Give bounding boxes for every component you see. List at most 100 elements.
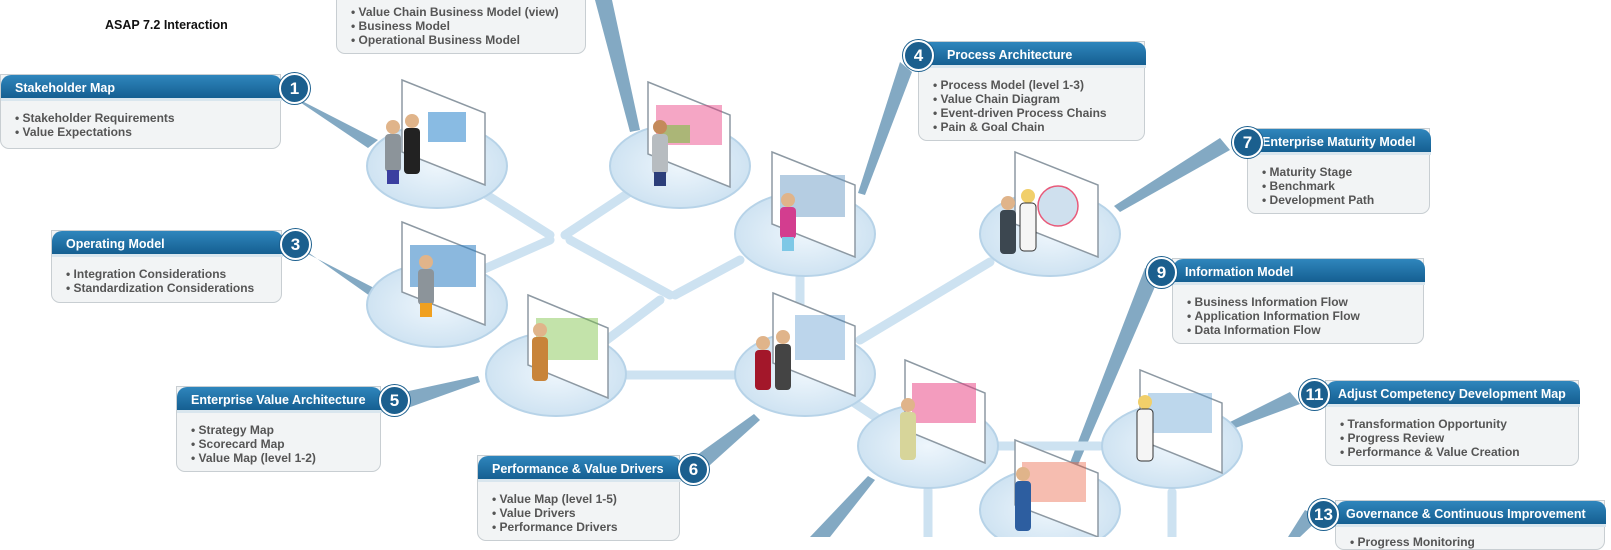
card-header: Enterprise Maturity Model: [1248, 129, 1431, 155]
list-item: Value Map (level 1-2): [191, 451, 316, 465]
item-list: Strategy Map Scorecard Map Value Map (le…: [191, 423, 316, 465]
module-number-badge: 3: [280, 229, 311, 260]
card-header: Stakeholder Map: [1, 75, 282, 101]
list-item: Value Expectations: [15, 125, 175, 139]
card-business-model: Value Chain Business Model (view) Busine…: [336, 0, 586, 54]
module-number-badge: 6: [678, 454, 709, 485]
module-number-badge: 13: [1308, 499, 1339, 530]
list-item: Performance & Value Creation: [1340, 445, 1520, 459]
item-list: Process Model (level 1-3) Value Chain Di…: [933, 78, 1107, 134]
list-item: Process Model (level 1-3): [933, 78, 1107, 92]
card-information-model: Information Model 9 Business Information…: [1146, 257, 1425, 344]
list-item: Business Model: [351, 19, 559, 33]
person-5: [532, 323, 548, 381]
list-item: Development Path: [1262, 193, 1375, 207]
beam-4: [858, 62, 912, 195]
item-list: Value Map (level 1-5) Value Drivers Perf…: [492, 492, 618, 534]
list-item: Strategy Map: [191, 423, 316, 437]
card-performance-value-drivers: Performance & Value Drivers 6 Value Map …: [477, 454, 709, 541]
item-list: Transformation Opportunity Progress Revi…: [1340, 417, 1520, 459]
page-title: ASAP 7.2 Interaction: [105, 18, 228, 32]
person-10: [1015, 467, 1031, 531]
screen-2: [647, 80, 731, 189]
person-7a: [1000, 196, 1016, 254]
list-item: Operational Business Model: [351, 33, 559, 47]
beam-5: [395, 376, 480, 410]
item-list: Integration Considerations Standardizati…: [66, 267, 255, 295]
list-item: Performance Drivers: [492, 520, 618, 534]
beam-2: [595, 0, 640, 132]
card-header: Process Architecture: [919, 42, 1146, 68]
card-header: Information Model: [1173, 259, 1425, 285]
list-item: Scorecard Map: [191, 437, 316, 451]
list-item: Value Map (level 1-5): [492, 492, 618, 506]
item-list: Progress Monitoring: [1350, 535, 1475, 549]
person-4: [780, 193, 796, 251]
person-3: [418, 255, 434, 317]
arrow-center-4: [565, 235, 675, 300]
person-9: [1136, 395, 1154, 462]
card-governance-continuous-improvement: Governance & Continuous Improvement 13 P…: [1308, 499, 1606, 550]
card-header: Performance & Value Drivers: [478, 456, 681, 482]
arrow-7-8: [855, 257, 995, 345]
screen-1: [401, 78, 486, 187]
list-item: Integration Considerations: [66, 267, 254, 281]
person-1a: [385, 120, 401, 184]
list-item: Pain & Goal Chain: [933, 120, 1107, 134]
arrow-3-center: [477, 235, 555, 275]
card-header: Enterprise Value Architecture: [177, 387, 382, 413]
beam-1: [282, 90, 378, 148]
person-8: [900, 398, 916, 460]
card-operating-model: Operating Model 3 Integration Considerat…: [51, 229, 311, 303]
module-number-badge: 5: [379, 385, 410, 416]
list-item: Business Information Flow: [1187, 295, 1360, 309]
screen-10: [1014, 438, 1099, 537]
screen-8: [904, 358, 986, 465]
list-item: Progress Monitoring: [1350, 535, 1475, 549]
item-list: Business Information Flow Application In…: [1187, 295, 1360, 337]
item-list: Stakeholder Requirements Value Expectati…: [15, 111, 175, 139]
module-number-badge: 7: [1232, 127, 1263, 158]
person-2: [652, 120, 668, 186]
connection-arrows: [477, 187, 1177, 537]
list-item: Application Information Flow: [1187, 309, 1360, 323]
list-item: Value Chain Diagram: [933, 92, 1107, 106]
card-adjust-competency-development-map: Adjust Competency Development Map 11 Tra…: [1299, 379, 1580, 466]
dashboard-screens: [401, 78, 1223, 537]
module-number-badge: 11: [1299, 379, 1330, 410]
module-number-badge: 9: [1146, 257, 1177, 288]
list-item: Stakeholder Requirements: [15, 111, 175, 125]
beam-6: [690, 414, 760, 474]
module-number-badge: 4: [903, 40, 934, 71]
list-item: Transformation Opportunity: [1340, 417, 1520, 431]
arrow-1-center: [477, 187, 555, 240]
arrow-4-6: [670, 255, 745, 300]
list-item: Standardization Considerations: [66, 281, 255, 295]
card-header: Adjust Competency Development Map: [1326, 381, 1580, 407]
beam-3: [292, 241, 378, 296]
interaction-diagram: [282, 0, 1320, 537]
card-process-architecture: Process Architecture 4 Process Model (le…: [903, 40, 1146, 141]
beam-bottom: [810, 476, 875, 537]
item-list: Value Chain Business Model (view) Busine…: [351, 5, 559, 47]
arrow-5-6: [595, 295, 665, 350]
callout-beams: [282, 0, 1320, 537]
list-item: Value Drivers: [492, 506, 618, 520]
person-6b: [775, 330, 791, 390]
person-6a: [755, 336, 771, 390]
card-enterprise-value-architecture: Enterprise Value Architecture 5 Strategy…: [176, 385, 410, 472]
beam-11: [1226, 392, 1300, 430]
module-number-badge: 1: [279, 73, 310, 104]
person-7b: [1019, 189, 1037, 252]
item-list: Maturity Stage Benchmark Development Pat…: [1262, 165, 1375, 207]
list-item: Progress Review: [1340, 431, 1520, 445]
card-enterprise-maturity-model: Enterprise Maturity Model 7 Maturity Sta…: [1232, 127, 1431, 214]
beam-7: [1114, 138, 1230, 212]
screen-6: [772, 291, 856, 398]
people-figures: [385, 114, 1154, 531]
card-header: Governance & Continuous Improvement: [1336, 501, 1606, 527]
list-item: Maturity Stage: [1262, 165, 1374, 179]
beam-9: [1058, 268, 1160, 495]
list-item: Value Chain Business Model (view): [351, 5, 559, 19]
arrow-2-center: [560, 187, 635, 240]
